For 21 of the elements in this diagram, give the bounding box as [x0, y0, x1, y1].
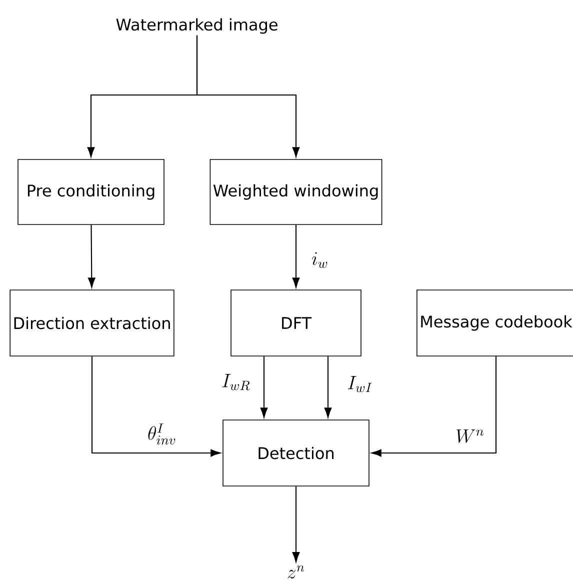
process-box: Weighted windowing	[210, 159, 382, 225]
process-box: Pre conditioning	[18, 159, 164, 225]
edge-label: $\theta^{I}_{inv}$	[148, 424, 176, 445]
edge-label: $i_w$	[312, 252, 328, 268]
edge-label: $I_{wR}$	[222, 374, 250, 390]
process-box: Message codebook	[416, 290, 573, 356]
arrow	[88, 224, 96, 288]
edge-label: $I_{wI}$	[348, 376, 372, 392]
input-text: Watermarked image	[116, 18, 278, 34]
arrow	[371, 356, 497, 457]
arrow	[324, 356, 332, 418]
output-text: $z^n$	[288, 566, 304, 579]
arrow	[292, 224, 300, 288]
process-box: DFT	[230, 290, 362, 356]
arrow	[196, 35, 300, 158]
process-box: Detection	[222, 420, 370, 486]
arrow	[91, 356, 221, 457]
arrow	[292, 486, 300, 562]
process-box: Direction extraction	[10, 290, 174, 356]
arrow	[260, 356, 268, 418]
edge-label: $W^n$	[456, 429, 484, 443]
